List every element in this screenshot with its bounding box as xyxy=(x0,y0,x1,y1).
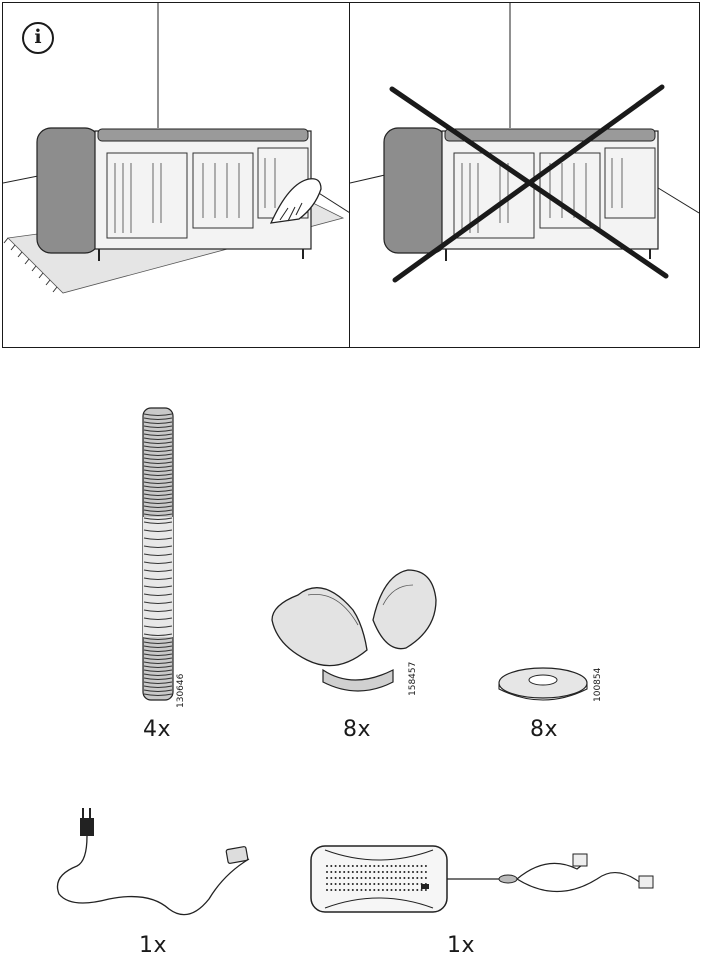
info-icon: i xyxy=(22,22,54,54)
wing-knob xyxy=(271,569,437,692)
quantity-rod: 4x xyxy=(142,717,172,742)
panel-incorrect xyxy=(349,2,700,348)
quantity-power-cord: 1x xyxy=(138,933,168,958)
quantity-wing-knob: 8x xyxy=(342,717,372,742)
sofa-bed-illustration xyxy=(3,3,350,294)
quantity-control-box: 1x xyxy=(446,933,476,958)
threaded-rod xyxy=(142,407,174,701)
part-number-wing-knob: 158457 xyxy=(408,661,418,696)
washer xyxy=(498,667,588,701)
panel-correct: i xyxy=(2,2,351,348)
power-cord xyxy=(56,808,250,916)
sofa-bed-illustration xyxy=(350,3,699,283)
quantity-washer: 8x xyxy=(529,717,559,742)
cross-icon xyxy=(389,84,669,283)
control-box xyxy=(310,845,654,913)
part-number-washer: 100854 xyxy=(593,667,603,702)
part-number-rod: 130646 xyxy=(176,673,186,708)
